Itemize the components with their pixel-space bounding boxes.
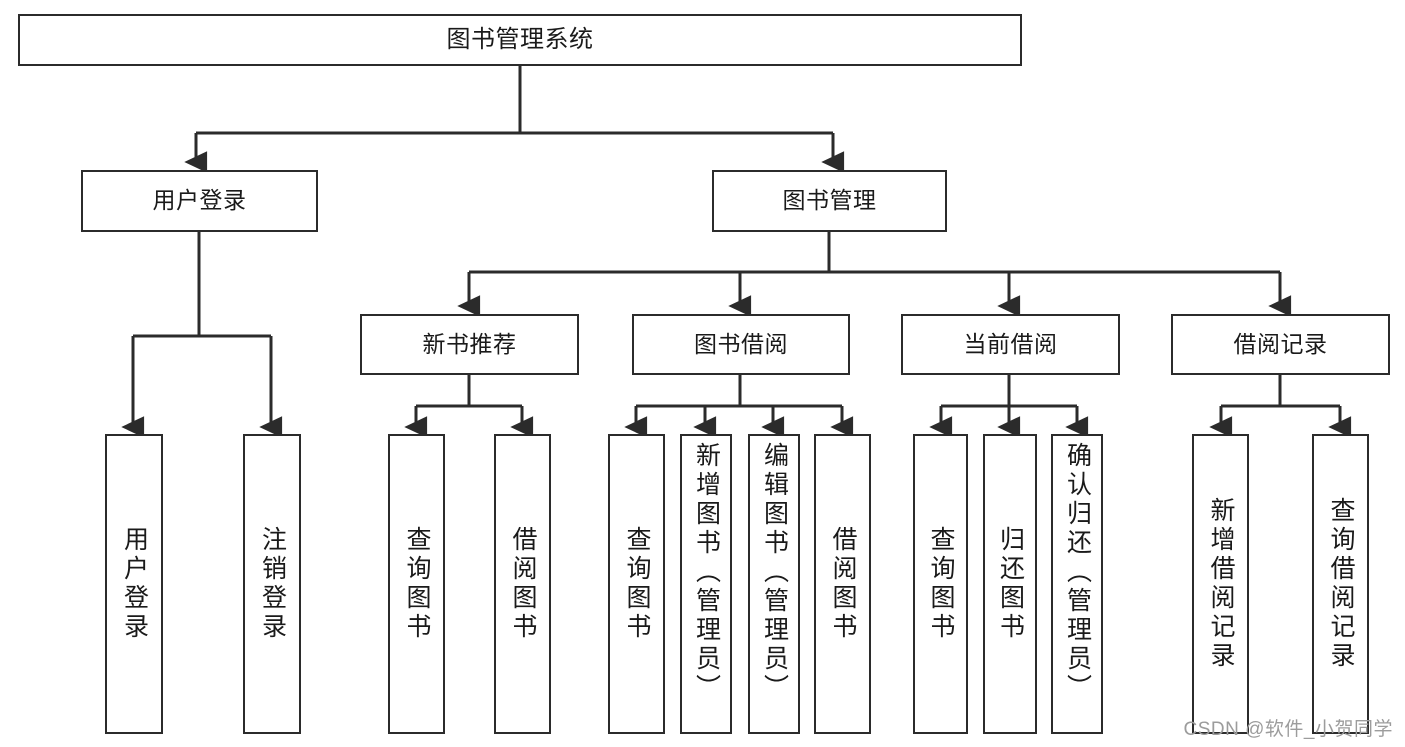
leaf-logout-login[interactable]: 注销登录	[243, 434, 301, 734]
node-current-borrow[interactable]: 当前借阅	[901, 314, 1120, 375]
node-book-management[interactable]: 图书管理	[712, 170, 947, 232]
leaf-user-login[interactable]: 用户登录	[105, 434, 163, 734]
node-label: 借阅记录	[1233, 330, 1328, 357]
node-label: 当前借阅	[963, 330, 1058, 357]
leaf-query-borrow-record[interactable]: 查询借阅记录	[1312, 434, 1369, 734]
node-label: 新增图书（管理员）	[692, 442, 721, 703]
leaf-add-book-admin[interactable]: 新增图书（管理员）	[680, 434, 732, 734]
node-label: 图书管理系统	[446, 25, 594, 53]
leaf-query-book-current[interactable]: 查询图书	[913, 434, 968, 734]
leaf-return-book[interactable]: 归还图书	[983, 434, 1037, 734]
leaf-query-book-borrow[interactable]: 查询图书	[608, 434, 665, 734]
node-label: 用户登录	[152, 187, 247, 214]
node-user-login[interactable]: 用户登录	[81, 170, 318, 232]
node-label: 注销登录	[258, 526, 287, 642]
node-label: 查询图书	[927, 526, 955, 642]
node-root-book-management-system[interactable]: 图书管理系统	[18, 14, 1022, 66]
leaf-query-book-recommend[interactable]: 查询图书	[388, 434, 445, 734]
node-label: 新书推荐	[422, 330, 517, 357]
leaf-edit-book-admin[interactable]: 编辑图书（管理员）	[748, 434, 800, 734]
node-label: 查询图书	[623, 526, 651, 642]
watermark-text: CSDN @软件_小贺同学	[1183, 719, 1393, 740]
node-book-borrow[interactable]: 图书借阅	[632, 314, 850, 375]
node-label: 查询借阅记录	[1327, 497, 1355, 671]
leaf-confirm-return-admin[interactable]: 确认归还（管理员）	[1051, 434, 1103, 734]
node-label: 查询图书	[403, 526, 431, 642]
node-label: 图书管理	[782, 187, 877, 214]
node-label: 借阅图书	[509, 526, 537, 642]
leaf-add-borrow-record[interactable]: 新增借阅记录	[1192, 434, 1249, 734]
node-label: 确认归还（管理员）	[1063, 442, 1092, 703]
node-label: 归还图书	[996, 526, 1025, 642]
node-borrow-record[interactable]: 借阅记录	[1171, 314, 1390, 375]
node-label: 编辑图书（管理员）	[760, 442, 789, 703]
node-new-book-recommend[interactable]: 新书推荐	[360, 314, 579, 375]
leaf-borrow-book-borrow[interactable]: 借阅图书	[814, 434, 871, 734]
node-label: 图书借阅	[694, 330, 788, 357]
node-label: 新增借阅记录	[1207, 497, 1235, 671]
node-label: 用户登录	[120, 526, 149, 642]
node-label: 借阅图书	[829, 526, 857, 642]
leaf-borrow-book-recommend[interactable]: 借阅图书	[494, 434, 551, 734]
